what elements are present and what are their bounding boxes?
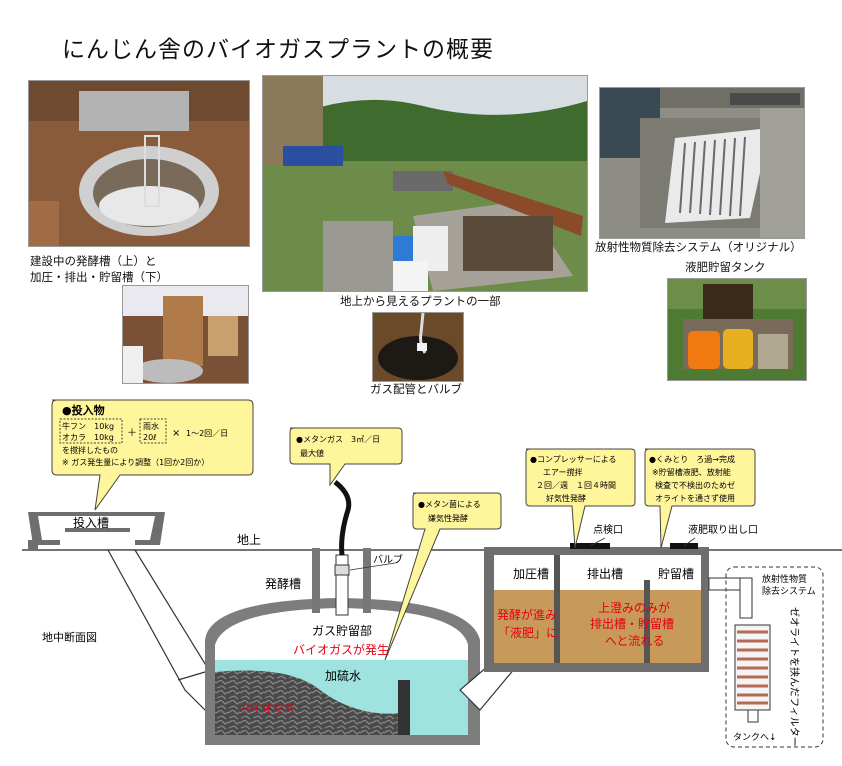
label-storage-tank: 貯留槽 — [658, 567, 694, 581]
gas-tower-left — [312, 548, 320, 613]
biomass-sludge — [215, 670, 410, 735]
compressor-line4: 好気性発酵 — [546, 493, 586, 503]
label-pressure-tank: 加圧槽 — [513, 567, 549, 581]
photo-gas-pipe — [372, 312, 464, 382]
caption-construction-2: 加圧・排出・貯留槽（下） — [30, 270, 168, 284]
pressure-tank-liquid — [494, 590, 554, 663]
compressor-line3: ２回／週 １回４時間 — [536, 481, 616, 490]
label-ferment-2: 「液肥」に — [498, 625, 558, 640]
label-outlet: 液肥取り出し口 — [688, 523, 758, 536]
caption-gas-pipe: ガス配管とバルブ — [370, 382, 462, 396]
pumping-line3: 検査で不検出のためゼ — [655, 480, 735, 490]
discharge-tank-liquid — [560, 590, 701, 663]
caption-construction-1: 建設中の発酵槽（上）と — [30, 254, 157, 268]
bacteria-line2: 嫌気性発酵 — [428, 513, 468, 523]
input-frequency: 1～2回／日 — [186, 429, 228, 438]
compressor-line1: ●コンプレッサーによる — [530, 455, 617, 464]
label-input-tank: 投入槽 — [73, 515, 109, 530]
input-tank — [28, 512, 165, 550]
input-note-adjust: ※ ガス発生量により調整（1回か2回か） — [62, 457, 209, 467]
label-discharge-tank: 排出槽 — [587, 567, 623, 581]
label-inspection-port: 点検口 — [593, 523, 623, 536]
bacteria-line1: ●メタン菌による — [418, 499, 481, 509]
label-digestate: 加硫水 — [325, 668, 361, 683]
gas-hose — [333, 480, 352, 556]
caption-radioactive-system: 放射性物質除去システム（オリジナル） — [595, 240, 802, 254]
input-item-volume: 20ℓ — [143, 433, 156, 442]
callout-input — [51, 399, 254, 511]
input-heading: ●投入物 — [62, 403, 105, 417]
input-item-okara: オカラ 10kg — [62, 433, 114, 442]
radioactive-system-box — [725, 566, 824, 748]
photo-radioactive-system — [599, 87, 805, 239]
label-flow-1: 上澄みのみが — [598, 600, 670, 615]
label-ground: 地上 — [237, 533, 261, 547]
methane-amount: ●メタンガス 3㎥／日 — [296, 434, 380, 444]
label-to-tank: タンクへ↓ — [733, 732, 777, 743]
input-item-rainwater: 雨水 — [143, 421, 159, 431]
label-system-2: 除去システム — [762, 585, 816, 597]
input-note-stir: を撹拌したもの — [62, 445, 118, 455]
label-underground-section: 地中断面図 — [42, 630, 97, 644]
photo-above-ground — [262, 75, 588, 292]
input-item-cow-manure: 牛フン 10kg — [62, 421, 114, 431]
methane-max: 最大値 — [300, 448, 324, 458]
label-biogas-generated: バイオガスが発生 — [293, 642, 389, 657]
callout-compressor — [525, 448, 636, 549]
label-biomass: バイオマス — [240, 702, 295, 715]
page-title: にんじん舎のバイオガスプラントの概要 — [62, 37, 494, 63]
pumping-line1: ●くみとり ろ過→完成 — [649, 454, 735, 464]
pumping-line2: ※貯留槽液肥、放射能 — [652, 467, 731, 477]
photo-tank-construction — [122, 285, 249, 384]
pumping-line4: オライトを通さず使用 — [655, 493, 735, 503]
compressor-line2: エアー撹拌 — [543, 467, 583, 477]
label-system-1: 放射性物質 — [762, 573, 807, 585]
label-flow-3: へと流れる — [605, 634, 664, 648]
label-gas-storage: ガス貯留部 — [312, 623, 372, 638]
photo-fermenter-construction — [28, 80, 250, 247]
input-plus: ＋ — [127, 428, 137, 439]
caption-liquid-tank: 液肥貯留タンク — [685, 260, 766, 274]
label-ferment-1: 発酵が進み — [497, 607, 557, 622]
caption-above-ground: 地上から見えるプラントの一部 — [340, 294, 501, 308]
label-zeolite-filter: ゼオライトを挟んだフィルター — [788, 607, 801, 747]
callout-bacteria — [384, 492, 502, 661]
label-flow-2: 排出槽・貯留槽 — [590, 617, 674, 631]
label-fermenter: 発酵槽 — [265, 577, 301, 591]
gas-tower-right — [363, 548, 371, 613]
zeolite-filter — [734, 624, 771, 723]
callout-methane — [289, 427, 403, 487]
callout-pumping — [644, 448, 756, 549]
input-times: × — [172, 428, 180, 439]
label-valve: バルブ — [373, 553, 403, 566]
photo-liquid-tank — [667, 278, 807, 381]
